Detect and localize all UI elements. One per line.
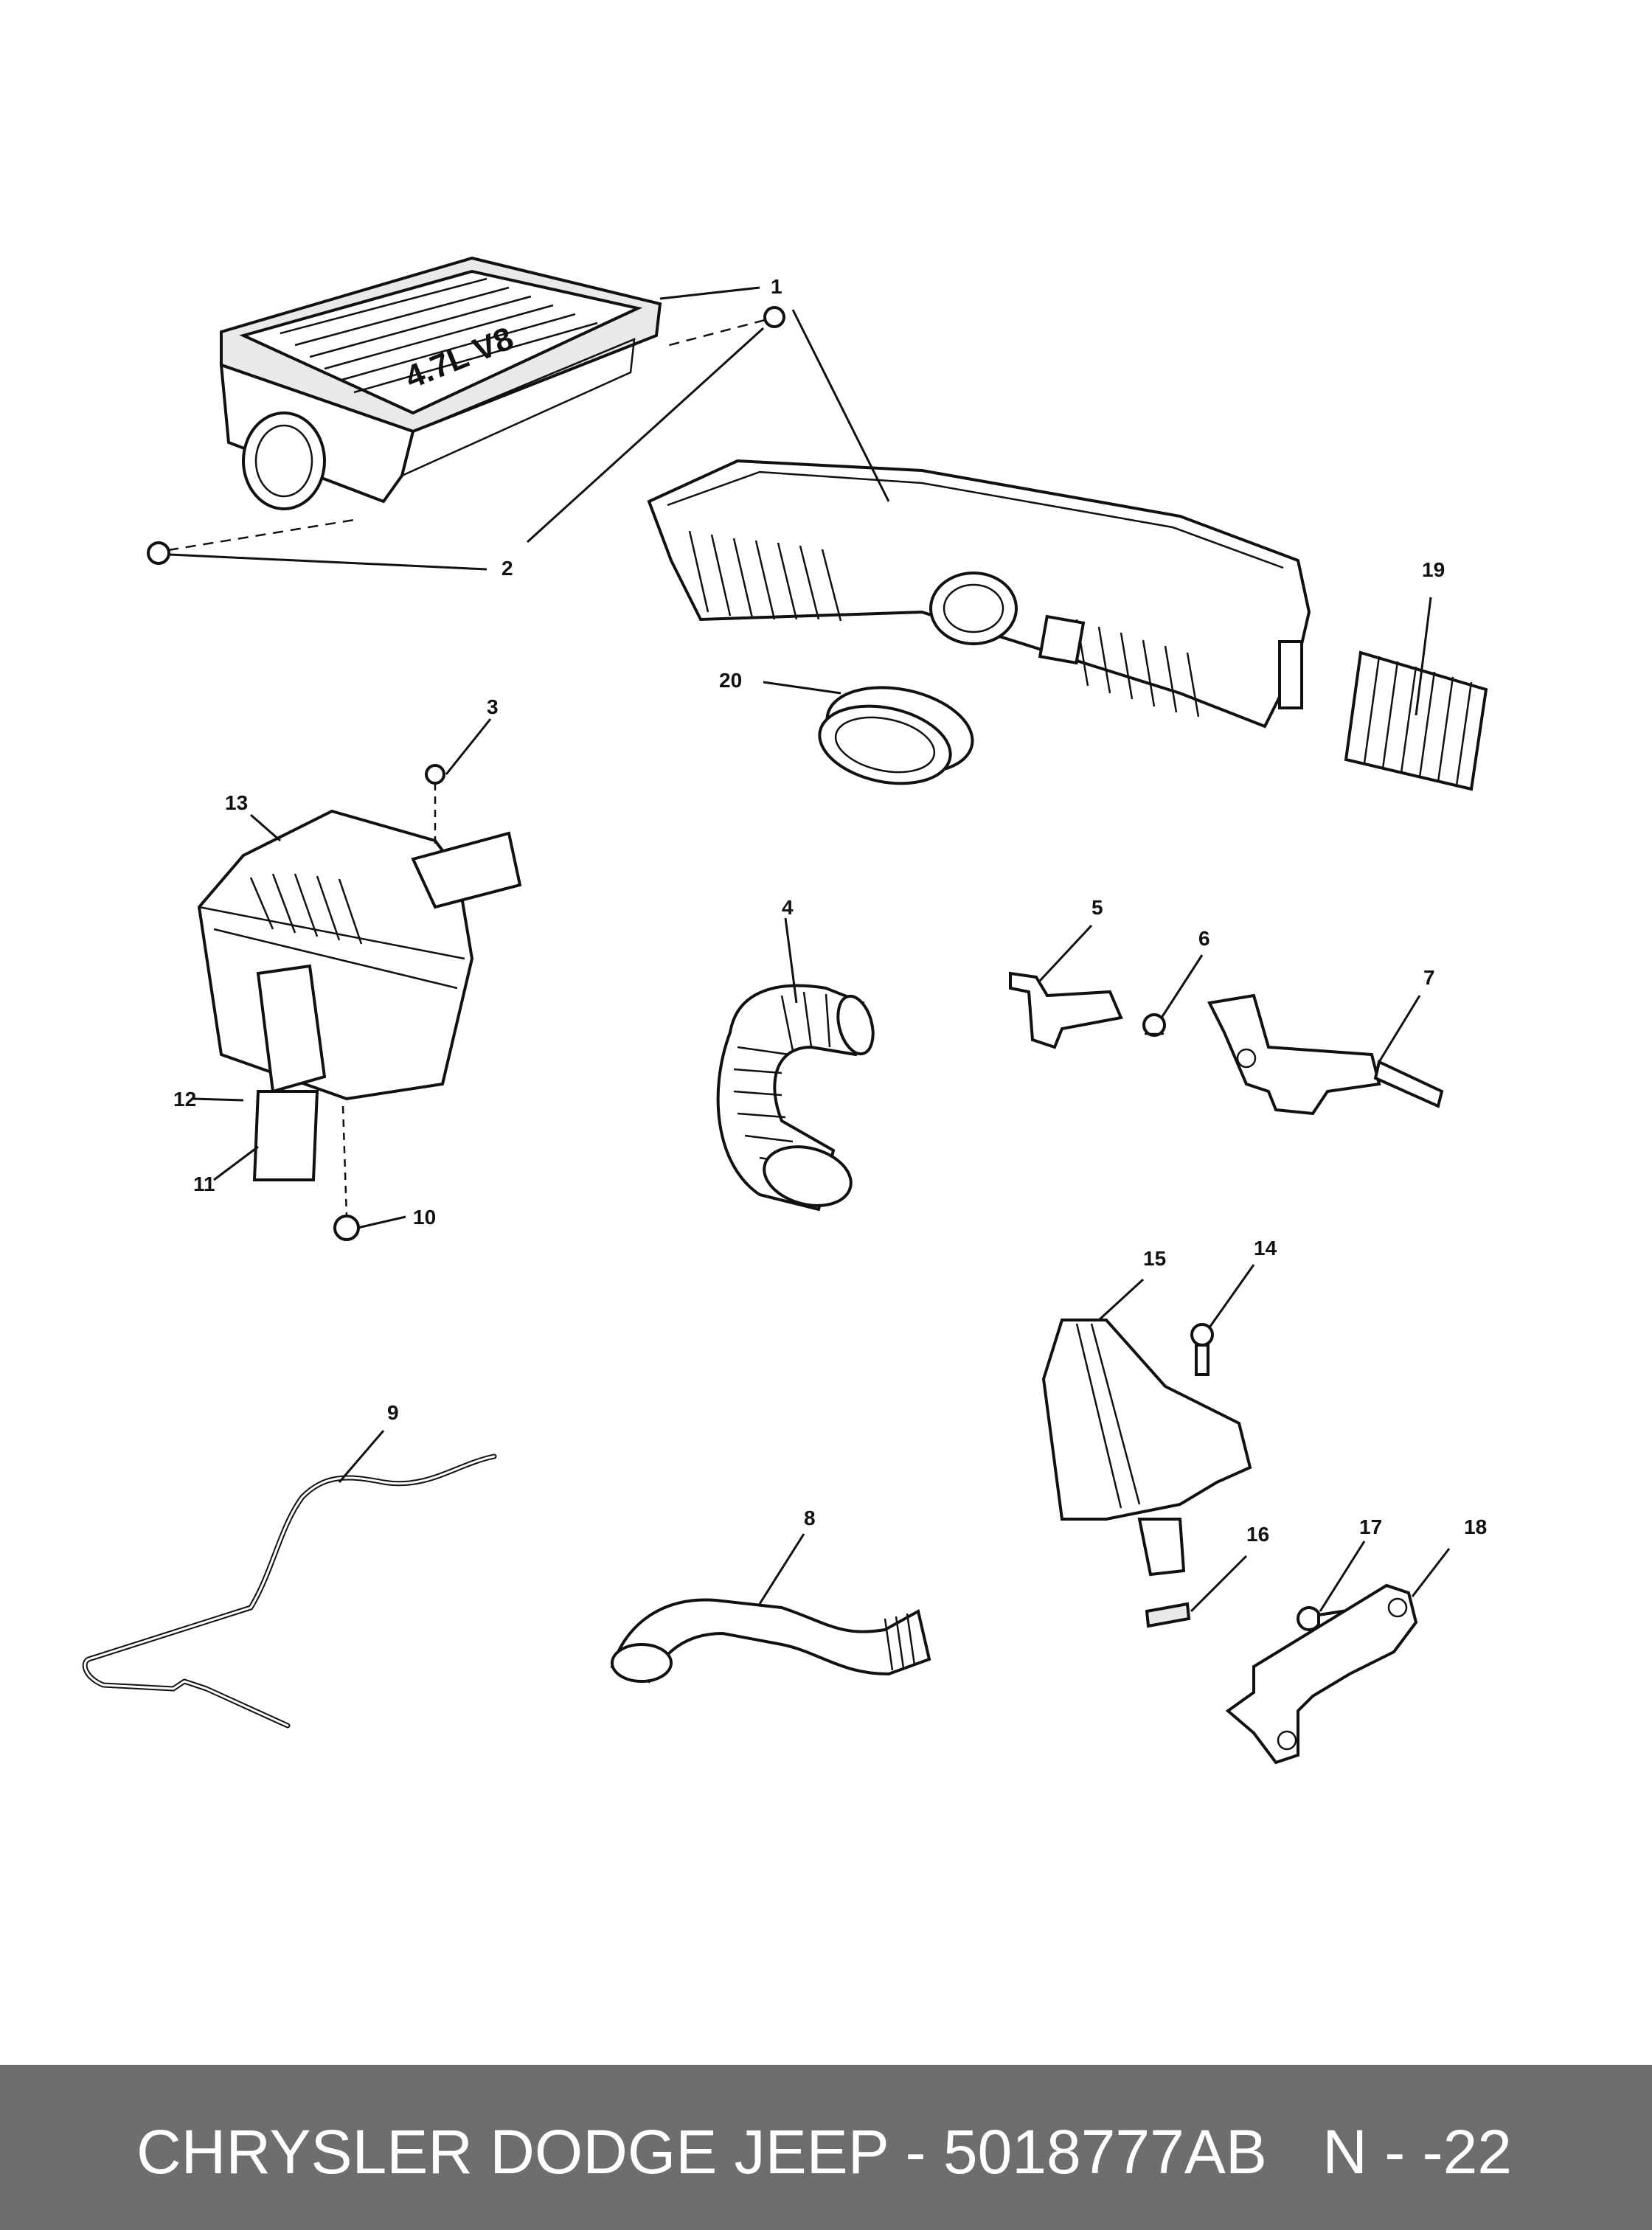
- pad-16: [1145, 1602, 1191, 1628]
- part-number-text: CHRYSLER DODGE JEEP - 5018777AB: [136, 2117, 1267, 2186]
- callout-3: 3: [487, 695, 499, 718]
- air-cleaner-lid: 4.7L V8: [219, 256, 662, 510]
- callout-12: 12: [173, 1088, 196, 1111]
- callout-1: 1: [771, 275, 782, 298]
- callout-15: 15: [1143, 1247, 1166, 1270]
- corrugated-hose-4: [716, 984, 875, 1212]
- callout-6: 6: [1198, 927, 1210, 950]
- footer-bar: CHRYSLER DODGE JEEP - 5018777AB N - -22: [0, 2065, 1652, 2230]
- parts-diagram: 4.7L V8: [82, 256, 1488, 1765]
- callout-13: 13: [225, 791, 248, 814]
- callout-19: 19: [1422, 558, 1445, 581]
- callout-2: 2: [502, 557, 513, 580]
- callout-labels: 1 2 3 4 5 6 7 8 9 10 11 12 13 14 15 16 1…: [173, 275, 1487, 1546]
- bracket-rod-7: [1207, 993, 1444, 1116]
- resonator-15: [1041, 1319, 1252, 1577]
- bracket-5: [1009, 971, 1123, 1049]
- air-intake-duct: [647, 459, 1311, 729]
- callout-14: 14: [1254, 1237, 1277, 1260]
- air-cleaner-housing-13: [197, 764, 522, 1241]
- callout-9: 9: [387, 1401, 399, 1424]
- callout-8: 8: [804, 1507, 816, 1529]
- page-number-text: N - -22: [1322, 2117, 1512, 2186]
- callout-11: 11: [193, 1173, 215, 1195]
- bellows-19: [1344, 650, 1488, 791]
- callout-16: 16: [1246, 1523, 1269, 1546]
- callout-7: 7: [1423, 966, 1435, 989]
- callout-4: 4: [782, 896, 794, 919]
- callout-18: 18: [1464, 1515, 1487, 1538]
- hose-8: [610, 1598, 931, 1684]
- callout-10: 10: [413, 1206, 436, 1229]
- bracket-18: [1225, 1583, 1418, 1765]
- nut-2: [147, 306, 785, 565]
- callout-5: 5: [1092, 896, 1103, 919]
- callout-17: 17: [1359, 1515, 1382, 1538]
- leader-lines: [169, 286, 1451, 1613]
- callout-20: 20: [719, 669, 742, 692]
- bolt-14: [1190, 1323, 1214, 1376]
- ring-clamp-20: [818, 686, 974, 785]
- clip-6: [1142, 1013, 1166, 1037]
- vent-tube-9: [82, 1453, 497, 1729]
